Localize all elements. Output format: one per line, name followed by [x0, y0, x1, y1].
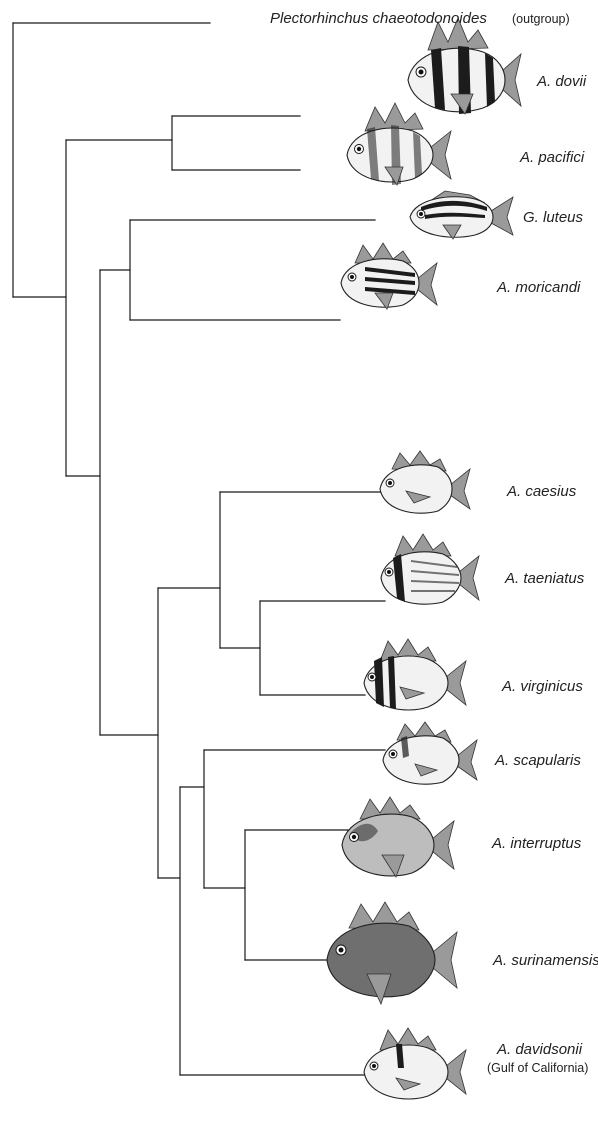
taxon-note-davidsonii: (Gulf of California)	[487, 1061, 588, 1075]
taxon-label-davidsonii: A. davidsonii	[496, 1041, 583, 1058]
taxon-label-caesius: A. caesius	[506, 483, 577, 500]
fish-icon-surinamensis	[327, 902, 457, 1004]
fish-icon-luteus	[410, 191, 513, 239]
outgroup-note: (outgroup)	[512, 12, 570, 26]
tree-branches	[13, 23, 390, 1075]
fish-icon-davidsonii	[364, 1028, 466, 1099]
fish-icon-taeniatus	[381, 534, 479, 604]
fish-icon-scapularis	[383, 722, 477, 784]
taxon-label-virginicus: A. virginicus	[501, 678, 583, 695]
fish-icon-caesius	[380, 451, 470, 513]
taxon-label-luteus: G. luteus	[523, 209, 584, 226]
taxon-labels: Plectorhinchus chaeotodonoides (outgroup…	[270, 10, 598, 1075]
taxon-label-dovii: A. dovii	[536, 73, 587, 90]
fish-icon-interruptus	[342, 797, 454, 877]
taxon-label-pacifici: A. pacifici	[519, 149, 585, 166]
taxon-label-surinamensis: A. surinamensis	[492, 952, 598, 969]
taxon-label-moricandi: A. moricandi	[496, 279, 581, 296]
fish-icon-virginicus	[364, 639, 466, 710]
taxon-label-taeniatus: A. taeniatus	[504, 570, 585, 587]
outgroup-label: Plectorhinchus chaeotodonoides	[270, 10, 487, 27]
fish-icon-moricandi	[341, 243, 437, 309]
fish-icon-dovii	[408, 18, 521, 114]
taxon-label-scapularis: A. scapularis	[494, 752, 581, 769]
taxon-label-interruptus: A. interruptus	[491, 835, 582, 852]
fish-icon-pacifici	[347, 103, 451, 185]
fish-illustrations	[327, 18, 521, 1099]
